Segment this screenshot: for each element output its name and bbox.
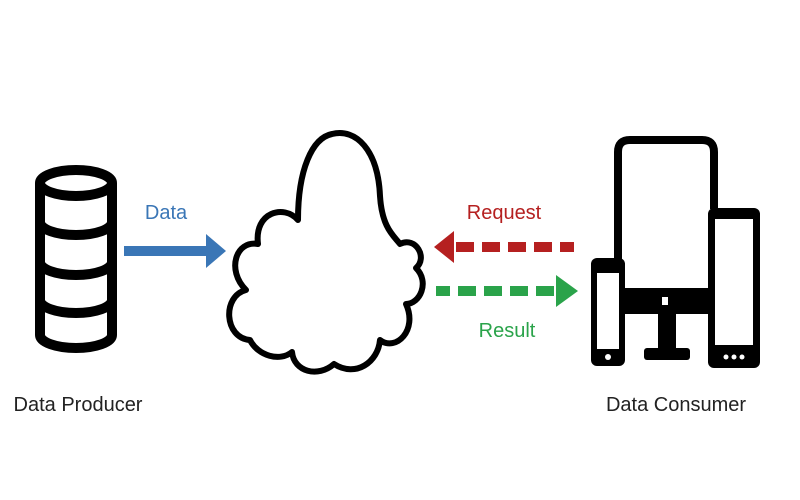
- producer-label: Data Producer: [14, 394, 143, 416]
- monitor-icon: [614, 136, 718, 262]
- result-arrow-label: Result: [479, 320, 536, 342]
- request-arrow-label: Request: [467, 202, 542, 224]
- data-arrow: [124, 234, 226, 268]
- cloud-icon: [226, 130, 426, 375]
- consumer-label: Data Consumer: [606, 394, 746, 416]
- phone-icon: [591, 258, 625, 366]
- result-arrow: [436, 275, 578, 307]
- request-arrow: [434, 231, 574, 263]
- data-arrow-label: Data: [145, 202, 188, 224]
- tablet-icon: [708, 208, 760, 368]
- devices-icon: [591, 136, 760, 368]
- database-icon: [35, 165, 117, 353]
